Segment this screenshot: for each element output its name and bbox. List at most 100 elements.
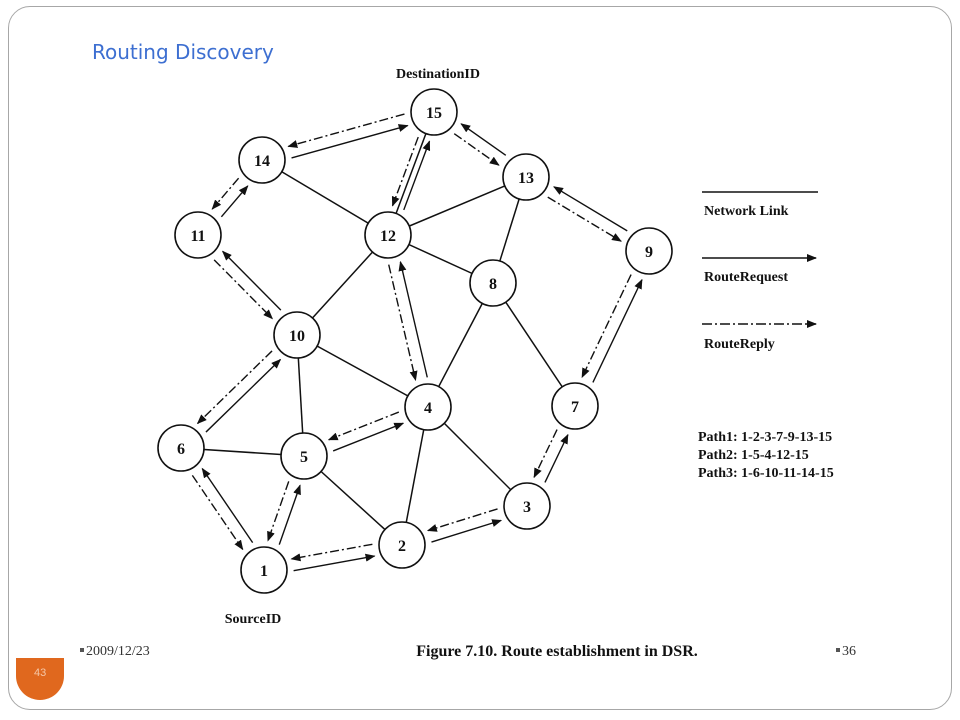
node-circle-14 [238,136,286,184]
node-circle-10 [273,311,321,359]
node-1: 1 [240,546,288,594]
footer-date: 2009/12/23 [86,644,150,659]
source-label: SourceID [225,612,282,627]
node-6: 6 [157,424,205,472]
path-list: Path1: 1-2-3-7-9-13-15 Path2: 1-5-4-12-1… [698,430,834,481]
node-label-1: 1 [260,563,268,580]
route-request-arrow-11-14 [220,185,249,218]
node-circle-4 [404,383,452,431]
node-label-13: 13 [518,170,534,187]
route-request-arrow-4-12 [398,260,428,378]
node-circle-6 [157,424,205,472]
route-request-arrow-6-10 [205,358,282,433]
node-label-4: 4 [424,400,432,417]
footer-page: 36 [842,644,856,659]
path-3: Path3: 1-6-10-11-14-15 [698,466,834,481]
route-reply-arrow-14-11 [211,177,240,210]
destination-label: DestinationID [396,67,480,82]
node-circle-2 [378,521,426,569]
node-2: 2 [378,521,426,569]
node-12: 12 [364,211,412,259]
node-11: 11 [174,211,222,259]
route-reply-arrow-2-1 [290,543,373,562]
route-reply-arrow-11-10 [213,259,274,320]
network-link-8-7 [492,282,576,407]
node-label-2: 2 [398,538,406,555]
legend-route-request-label: RouteRequest [704,270,788,285]
node-label-10: 10 [289,328,305,345]
node-9: 9 [625,227,673,275]
network-link-12-13 [387,176,527,236]
page-number-text: 43 [34,667,47,679]
route-request-arrow-13-15 [460,123,507,156]
route-reply-arrow-4-5 [327,411,400,441]
route-reply-arrow-5-1 [267,481,290,542]
node-label-5: 5 [300,449,308,466]
node-label-7: 7 [571,399,579,416]
route-request-arrow-2-3 [431,519,503,543]
route-request-arrow-5-4 [332,422,405,452]
node-15: 15 [410,88,458,136]
node-label-15: 15 [426,105,442,122]
legend-route-reply-label: RouteReply [704,337,775,352]
node-label-11: 11 [190,228,205,245]
route-request-arrow-12-15 [403,140,431,211]
route-request-arrow-1-2 [293,553,376,572]
node-circle-8 [469,259,517,307]
footer-bullet-left [80,648,84,652]
node-14: 14 [238,136,286,184]
route-reply-arrow-15-14 [287,113,405,148]
node-10: 10 [273,311,321,359]
node-circle-5 [280,432,328,480]
node-circle-11 [174,211,222,259]
slide-title: Routing Discovery [92,40,274,64]
route-request-arrow-1-5 [278,484,301,545]
route-reply-arrow-10-6 [196,350,273,425]
node-label-9: 9 [645,244,653,261]
node-circle-13 [502,153,550,201]
route-request-arrow-9-13 [553,186,628,232]
node-circle-1 [240,546,288,594]
network-link-14-12 [261,159,389,236]
route-reply-arrow-9-7 [581,274,632,379]
node-circle-3 [503,482,551,530]
node-4: 4 [404,383,452,431]
route-request-arrow-7-9 [592,278,643,383]
node-label-12: 12 [380,228,396,245]
node-label-6: 6 [177,441,185,458]
node-circle-15 [410,88,458,136]
route-reply-arrow-15-12 [391,136,419,207]
legend: Network Link RouteRequest RouteReply [702,191,818,352]
route-request-arrow-3-7 [544,433,569,483]
route-reply-arrow-3-2 [426,508,498,532]
node-circle-12 [364,211,412,259]
node-circle-9 [625,227,673,275]
path-2: Path2: 1-5-4-12-15 [698,448,809,463]
figure-caption: Figure 7.10. Route establishment in DSR. [416,643,698,660]
node-7: 7 [551,382,599,430]
route-reply-arrow-13-9 [547,196,622,242]
node-label-8: 8 [489,276,497,293]
route-reply-arrow-12-4 [388,264,418,382]
route-reply-arrow-7-3 [533,429,558,479]
route-request-arrow-1-6 [201,467,254,544]
route-request-arrow-14-15 [291,124,409,159]
route-reply-arrow-6-1 [191,474,244,551]
network-link-10-4 [296,334,429,408]
page-number-badge [16,658,64,700]
path-1: Path1: 1-2-3-7-9-13-15 [698,430,832,445]
node-circle-7 [551,382,599,430]
node-8: 8 [469,259,517,307]
footer-bullet-right [836,648,840,652]
legend-network-link-label: Network Link [704,204,789,219]
node-3: 3 [503,482,551,530]
node-13: 13 [502,153,550,201]
node-5: 5 [280,432,328,480]
route-arrows [191,113,643,572]
slide-frame [8,6,952,710]
node-label-14: 14 [254,153,270,170]
node-label-3: 3 [523,499,531,516]
route-reply-arrow-15-13 [453,133,500,166]
